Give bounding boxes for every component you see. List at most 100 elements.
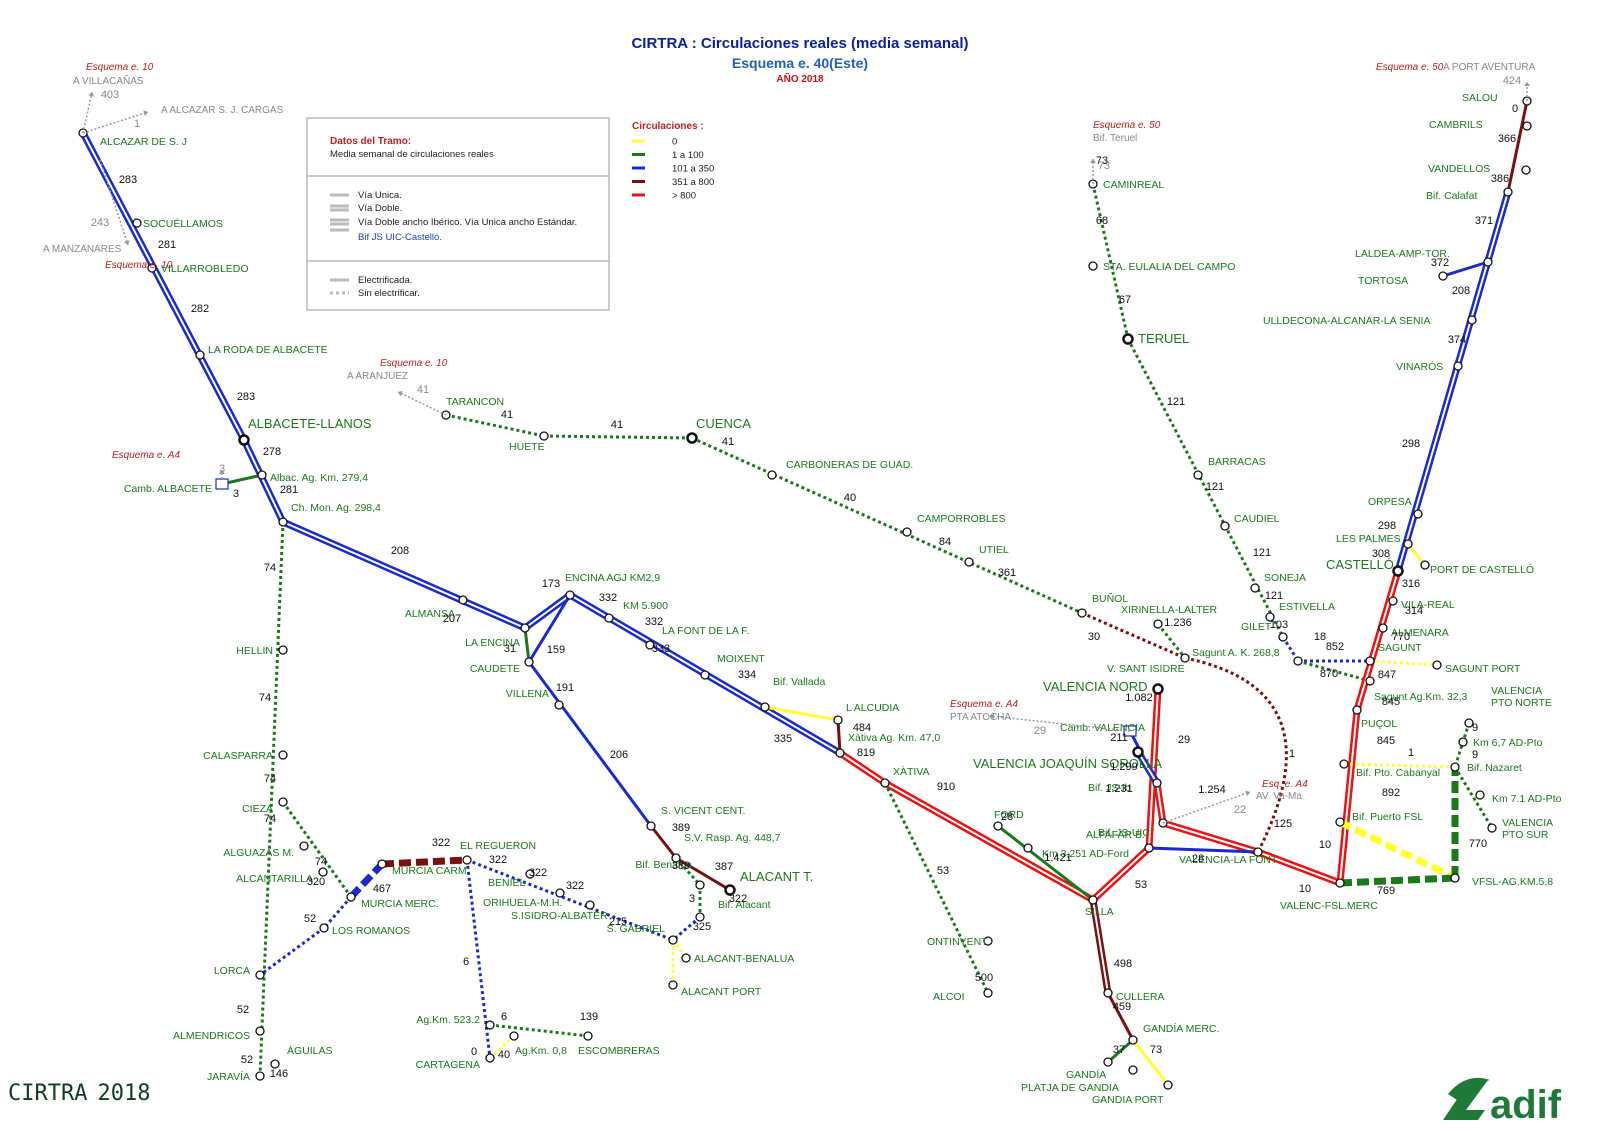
station-node-valfont	[1253, 847, 1263, 857]
station-node-lorca	[255, 970, 265, 980]
station-node-vilareal	[1388, 596, 1398, 606]
segment-value: 484	[853, 722, 871, 734]
track-segment-svrasp-alacantt	[675, 856, 731, 892]
station-label-vilareal: VILA-REAL	[1401, 599, 1455, 611]
station-label-km3251: Km 3,251 AD-Ford	[1042, 848, 1129, 860]
segment-value: 298	[1378, 520, 1396, 532]
segment-value: 10	[1319, 839, 1331, 851]
segment-value: 74	[264, 773, 276, 785]
station-label-xirivella: XIRINELLA-LALTER	[1121, 604, 1218, 616]
station-label-platjagandia: PLATJA DE GANDIA	[1021, 1082, 1119, 1094]
segment-value: 41	[501, 409, 513, 421]
station-label-aguilas: ÁGUILAS	[287, 1044, 333, 1057]
station-label-chmon: Ch. Mon. Ag. 298,4	[291, 502, 381, 514]
track-segment-caminreal-teruel	[1091, 183, 1130, 340]
station-label-sisidro: S.ISIDRO-ALBATER	[511, 910, 608, 922]
track-double-inner	[839, 752, 886, 784]
station-node-bifcalafat	[1503, 187, 1513, 197]
station-label-portcastello: PORT DE CASTELLÓ	[1430, 563, 1534, 576]
station-label-cambrils: CAMBRILS	[1429, 119, 1483, 131]
external-scheme: Esq. e. A4	[1262, 779, 1308, 790]
arrow-icon	[143, 110, 148, 117]
station-label-saguntag: Sagunt Ag.Km. 32,3	[1374, 691, 1468, 703]
segment-value: 73	[1096, 155, 1108, 167]
station-node-vsantisidre	[1180, 653, 1190, 663]
station-node-villarrobledo	[147, 263, 157, 273]
station-labels: ALCAZAR DE S. JSOCUÉLLAMOSVILLARROBLEDOL…	[100, 92, 1562, 1106]
track-segment-huete-cuenca	[543, 434, 693, 440]
track-segment-valptonorte-bifnazaret	[1453, 722, 1471, 768]
station-node-caudiel	[1220, 521, 1230, 531]
segment-value: 852	[1326, 641, 1344, 653]
station-label-escombreras: ESCOMBRERAS	[578, 1045, 660, 1057]
station-node-murciacarm	[377, 859, 387, 869]
external-value: 424	[1503, 75, 1521, 87]
segment-value: 1.082	[1125, 692, 1153, 704]
station-label-estivella: ESTIVELLA	[1279, 601, 1335, 613]
station-label-alacantport: ALACANT PORT	[681, 986, 762, 998]
station-node-calasparra	[278, 750, 288, 760]
segment-value: 28	[1001, 811, 1013, 823]
track-segment-cullera-gandiamerc	[1106, 992, 1135, 1041]
station-node-alacantben	[681, 953, 691, 963]
segment-value: 769	[1377, 885, 1395, 897]
track-segment-valencfsl-vfsl	[1339, 874, 1456, 887]
track-double-inner	[1356, 570, 1399, 711]
station-node-laroda	[195, 350, 205, 360]
station-label-cullera: CULLERA	[1116, 991, 1164, 1003]
station-label-valfont: VALENCIA-LA FONT	[1179, 854, 1278, 866]
arrow-icon	[1245, 790, 1250, 797]
arrow-icon	[123, 240, 130, 245]
station-label-lespalmes: LES PALMES	[1336, 533, 1401, 545]
station-node-saguntport	[1432, 660, 1442, 670]
segment-value: 52	[241, 1054, 253, 1066]
legend-track-mixed: Vía Doble ancho Ibérico. Vía Unica ancho…	[358, 217, 577, 228]
external-value: 1	[134, 118, 140, 130]
external-destination: A VILLACAÑAS	[73, 74, 144, 87]
segment-value: 67	[1119, 294, 1131, 306]
station-node-ford	[993, 821, 1003, 831]
arrow-icon	[1090, 159, 1096, 163]
station-node-carboneras	[767, 470, 777, 480]
adif-logo-icon	[1443, 1080, 1488, 1120]
track-segment-bunol-vsantisidre	[1081, 611, 1186, 660]
station-node-almenara	[1378, 623, 1388, 633]
segment-value: 332	[645, 616, 663, 628]
station-label-cambalb: Camb. ALBACETE	[124, 483, 212, 495]
segment-value: 41	[611, 419, 623, 431]
track-segment-tortosa-laldea	[1442, 260, 1489, 278]
station-node-cambalb	[215, 478, 229, 490]
segment-value: 366	[1498, 133, 1516, 145]
station-node-sgabriel	[668, 935, 678, 945]
arrow-icon	[990, 713, 995, 720]
segment-value: 10	[1299, 883, 1311, 895]
station-label-alcazar: ALCAZAR DE S. J	[100, 136, 187, 148]
segment-value: 208	[391, 545, 409, 557]
station-label-saguntport: SAGUNT PORT	[1445, 663, 1521, 675]
station-node-estivella	[1265, 612, 1275, 622]
track-double-inner	[884, 782, 1094, 901]
segment-value: 1.254	[1198, 784, 1226, 796]
segment-value: 40	[844, 492, 856, 504]
track-double-inner	[243, 439, 284, 523]
station-node-albag	[257, 470, 267, 480]
external-scheme: Esquema e. 50	[1093, 120, 1161, 131]
station-node-bifnazaret	[1450, 762, 1460, 772]
track-segment-caudete-svicent	[527, 661, 653, 827]
station-node-moixent	[700, 670, 710, 680]
station-node-cieza	[278, 797, 288, 807]
segment-value: 770	[1469, 838, 1487, 850]
segment-value: 1.236	[1164, 617, 1192, 629]
station-node-ontinyent	[983, 936, 993, 946]
track-double-inner	[1137, 751, 1158, 784]
track-segment-sagunt-saguntport	[1369, 659, 1438, 667]
segment-value: 870	[1320, 668, 1338, 680]
station-label-almendricos: ALMENDRICOS	[173, 1030, 250, 1042]
station-node-utiel	[964, 557, 974, 567]
segment-value: 53	[1135, 879, 1147, 891]
track-segment-xativa-alcoi	[883, 782, 990, 994]
station-label-bifalacant: Bif. Alacant	[718, 899, 771, 911]
